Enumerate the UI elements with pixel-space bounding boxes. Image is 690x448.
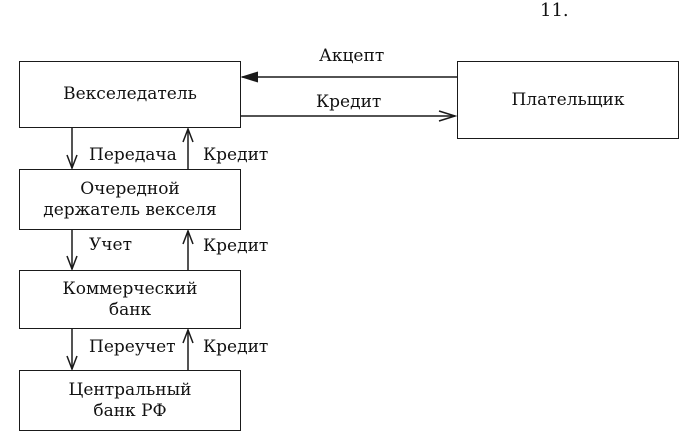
payer-box: Плательщик <box>457 61 679 139</box>
acceptance-arrowhead <box>242 72 258 82</box>
drawer-box: Векселедатель <box>19 61 241 128</box>
discount-label: Учет <box>89 235 132 255</box>
central-bank-box: Центральный банк РФ <box>19 370 241 431</box>
transfer-label: Передача <box>89 145 177 165</box>
credit-from-central-bank-label: Кредит <box>203 337 268 357</box>
commercial-bank-box: Коммерческий банк <box>19 270 241 329</box>
rediscount-label: Переучет <box>89 337 176 357</box>
credit-from-bank-label: Кредит <box>203 236 268 256</box>
holder-box: Очередной держатель векселя <box>19 169 241 230</box>
credit-from-holder-label: Кредит <box>203 145 268 165</box>
acceptance-label: Акцепт <box>319 46 384 66</box>
credit-to-payer-label: Кредит <box>316 92 381 112</box>
